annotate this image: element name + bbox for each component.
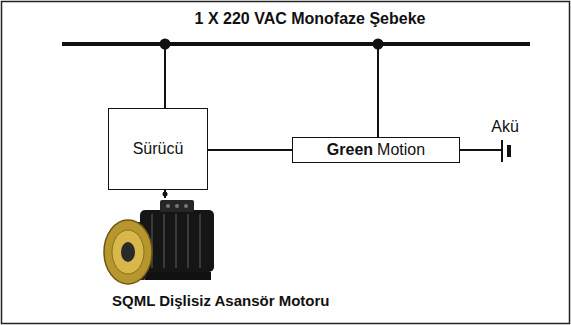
bus-bar xyxy=(62,42,530,46)
motor-caption: SQML Dişlisiz Asansör Motoru xyxy=(100,292,430,309)
process-box: GreenMotion xyxy=(292,137,460,163)
bus-label: 1 X 220 VAC Monofaze Şebeke xyxy=(62,8,530,28)
driver-box: Sürücü xyxy=(108,108,208,190)
battery-node: Akü xyxy=(501,118,523,164)
wire xyxy=(377,46,379,137)
wire xyxy=(460,149,501,151)
box-label: Sürücü xyxy=(133,140,184,158)
brand-word: Motion xyxy=(377,141,425,159)
wire xyxy=(164,190,166,198)
wire xyxy=(164,46,166,108)
brand-word: Green xyxy=(327,141,373,159)
motor-node: SQML Dişlisiz Asansör Motoru xyxy=(100,198,430,314)
battery-symbol xyxy=(502,140,509,162)
battery-label: Akü xyxy=(485,118,525,136)
wire xyxy=(208,149,292,151)
motor-illustration xyxy=(104,200,214,284)
mains-bus: 1 X 220 VAC Monofaze Şebeke xyxy=(62,8,530,46)
